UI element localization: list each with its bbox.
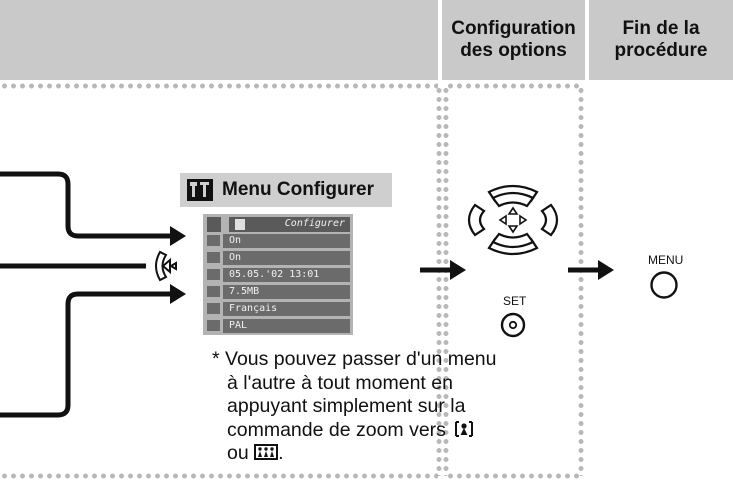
- zoom-tele-icon: [455, 420, 474, 437]
- arrowhead-menu: [598, 260, 614, 280]
- video-icon: [207, 320, 220, 331]
- footnote-line: à l'autre à tout moment en: [227, 371, 453, 394]
- footnote-line-end: .: [278, 442, 284, 464]
- dotted-border-right-config: [578, 86, 584, 476]
- footnote-line: Vous pouvez passer d'un menu: [225, 348, 497, 370]
- menu-configurer-label: Menu Configurer: [222, 179, 374, 200]
- left-arrow-button-icon: [155, 250, 177, 282]
- screen-row: 7.5MB: [223, 285, 350, 299]
- dotted-border-divider: [436, 86, 442, 476]
- header-band-left: [0, 0, 438, 80]
- globe-icon: [207, 303, 220, 314]
- header-band-end: [589, 0, 733, 80]
- zoom-wide-icon: [254, 444, 279, 460]
- screen-header-tab: [235, 219, 245, 230]
- lcd-menu-screen: Configurer On On 05.05.'02 13:01 7.5MB F…: [203, 214, 353, 335]
- set-button-icon: [500, 312, 526, 338]
- power-icon: [207, 252, 220, 263]
- dotted-border-bottom-config: [446, 473, 580, 479]
- speaker-icon: [207, 235, 220, 246]
- flow-line-top: [0, 171, 172, 239]
- menu-configurer-title: Menu Configurer: [180, 173, 392, 207]
- arrowhead-config: [450, 260, 466, 280]
- dotted-border-top-config: [446, 83, 580, 89]
- screen-row: On: [223, 234, 350, 248]
- arrowhead-bottom: [170, 284, 186, 304]
- dotted-border-divider-right: [443, 86, 449, 476]
- footnote-asterisk: *: [212, 348, 220, 370]
- header-end-procedure: Fin de la procédure: [614, 18, 708, 61]
- screen-row: 05.05.'02 13:01: [223, 268, 350, 282]
- screen-header: Configurer: [229, 217, 350, 232]
- footnote-line: appuyant simplement sur la: [227, 395, 466, 417]
- footnote-line: commande de zoom vers: [227, 418, 446, 441]
- card-icon: [207, 286, 220, 297]
- footnote: * Vous pouvez passer d'un menu à l'autre…: [212, 348, 497, 466]
- dotted-border-bottom-left: [0, 473, 438, 479]
- screen-row: Français: [223, 302, 350, 316]
- header-config-options: Configuration des options: [451, 18, 576, 61]
- header-band-config: [442, 0, 585, 80]
- menu-button-label: MENU: [648, 253, 684, 267]
- menu-button-icon: [650, 271, 678, 299]
- screen-header-label: Configurer: [284, 218, 345, 229]
- flow-line-bottom: [0, 291, 172, 418]
- clock-icon: [207, 269, 220, 280]
- dotted-border-top-left: [0, 83, 438, 89]
- four-way-controller-icon: [467, 184, 559, 256]
- screen-row: PAL: [223, 319, 350, 333]
- screen-row: On: [223, 251, 350, 265]
- screen-tab-icon: [207, 217, 221, 232]
- footnote-line: ou: [227, 442, 249, 464]
- arrowhead-top: [170, 226, 186, 246]
- wrench-hammer-icon: [187, 179, 213, 201]
- set-button-label: SET: [503, 294, 527, 308]
